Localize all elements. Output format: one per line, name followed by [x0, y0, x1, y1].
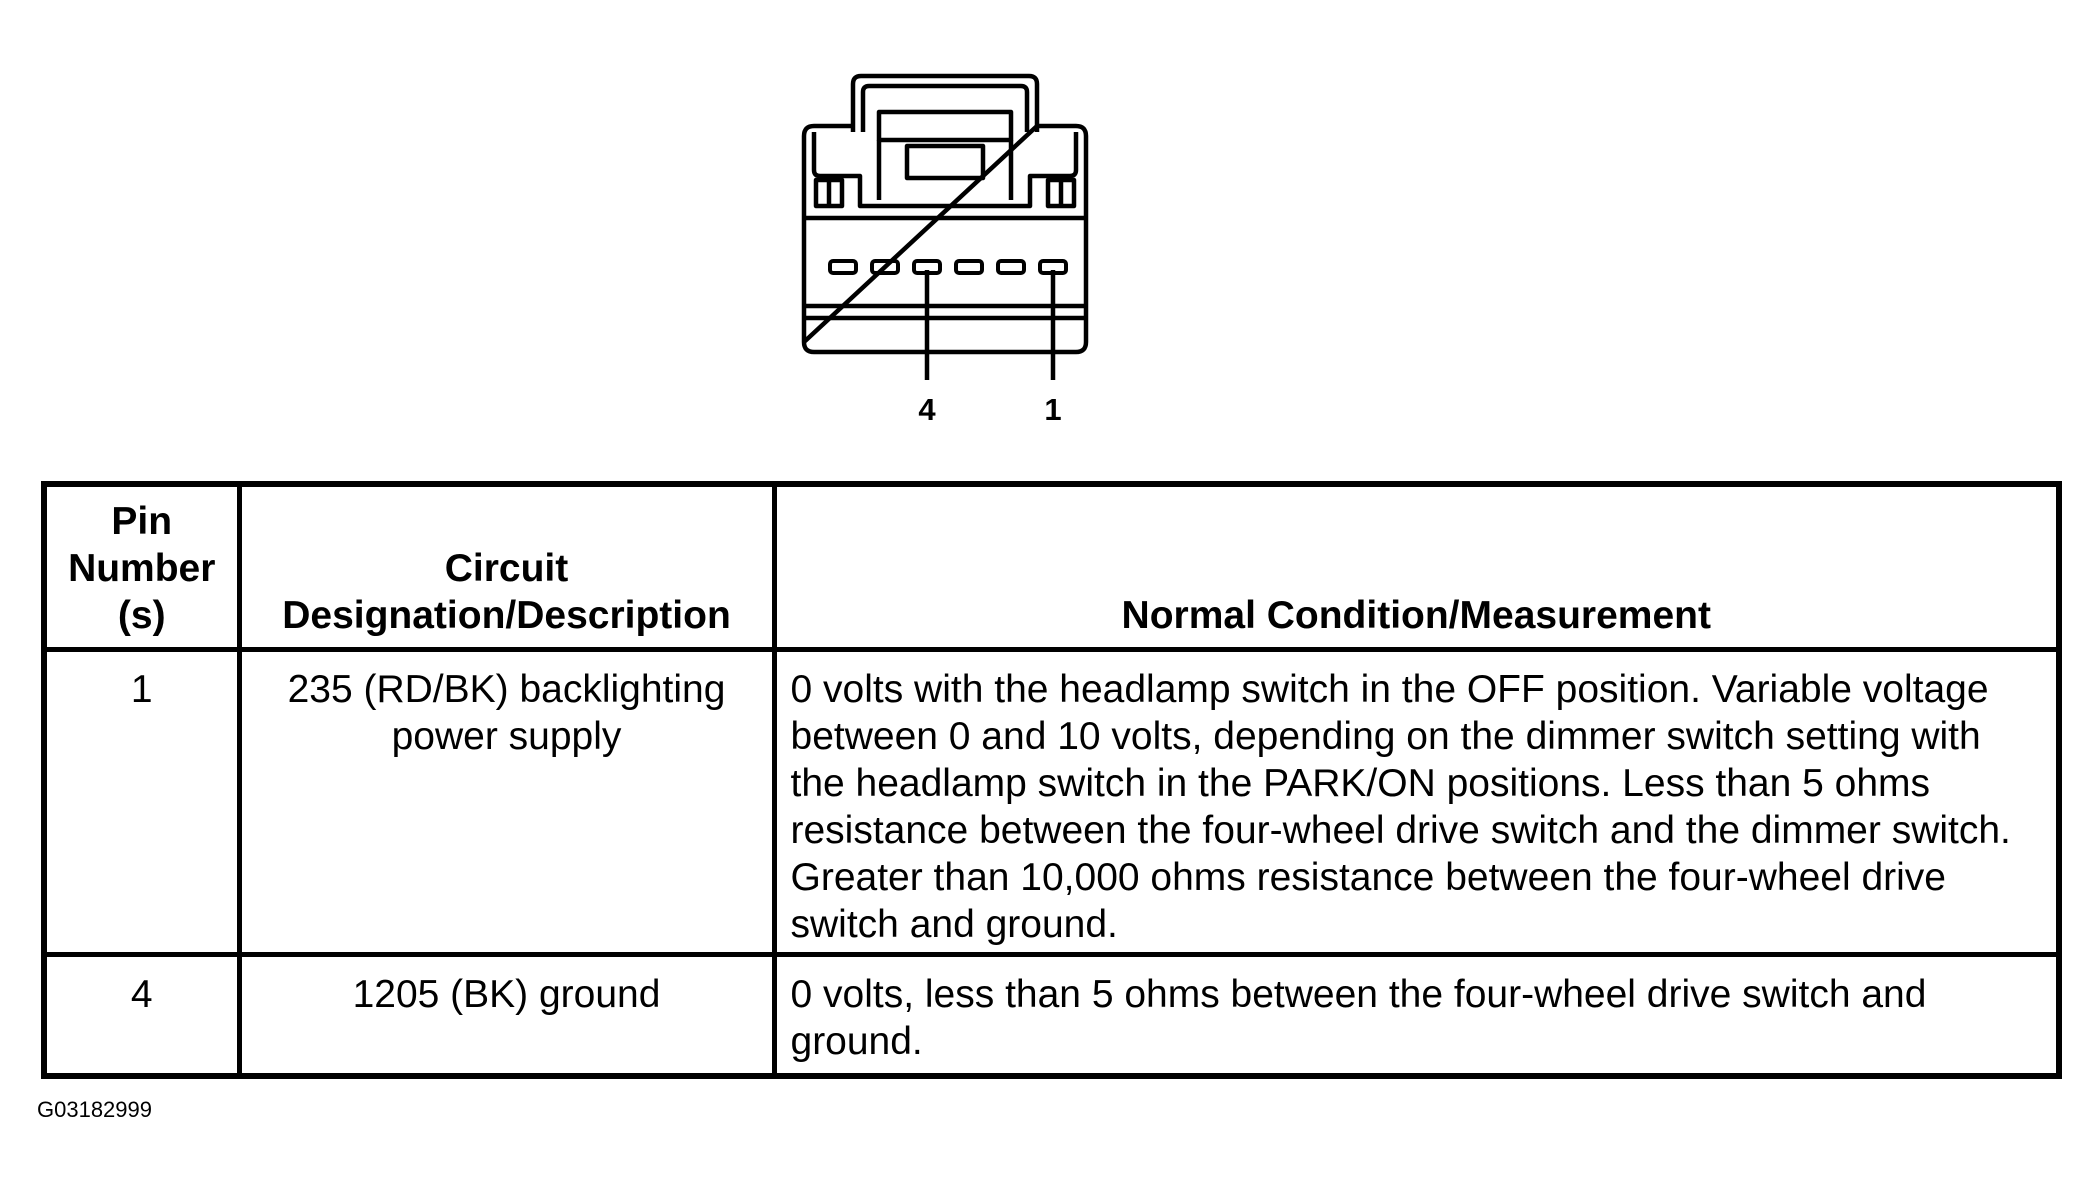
pin-cavity [870, 259, 900, 275]
pin-1-label: 1 [1044, 392, 1061, 427]
pin-cavity [996, 259, 1026, 275]
cell-condition: 0 volts, less than 5 ohms between the fo… [771, 951, 2062, 1079]
header-condition: Normal Condition/Measurement [771, 481, 2062, 652]
table-row: 4 1205 (BK) ground 0 volts, less than 5 … [41, 951, 2062, 1079]
pin-cavities [828, 259, 1068, 275]
figure-code: G03182999 [37, 1097, 152, 1122]
cell-pin-number: 1 [41, 646, 242, 957]
pin-cavity [828, 259, 858, 275]
connector-body [801, 73, 1089, 355]
cell-circuit: 1205 (BK) ground [236, 951, 777, 1079]
pinout-table: Pin Number (s) Circuit Designation/Descr… [41, 481, 2062, 1079]
header-pin-number: Pin Number (s) [41, 481, 242, 652]
pin-cavity [954, 259, 984, 275]
cell-condition: 0 volts with the headlamp switch in the … [771, 646, 2062, 957]
table-row: 1 235 (RD/BK) backlighting power supply … [41, 646, 2062, 957]
pin-4-label: 4 [918, 392, 936, 427]
header-circuit: Circuit Designation/Description [236, 481, 777, 652]
pin-leader-lines [924, 270, 1056, 380]
connector-diagram: 4 1 [801, 73, 1089, 427]
cell-pin-number: 4 [41, 951, 242, 1079]
cell-circuit: 235 (RD/BK) backlighting power supply [236, 646, 777, 957]
table-header-row: Pin Number (s) Circuit Designation/Descr… [41, 481, 2062, 652]
